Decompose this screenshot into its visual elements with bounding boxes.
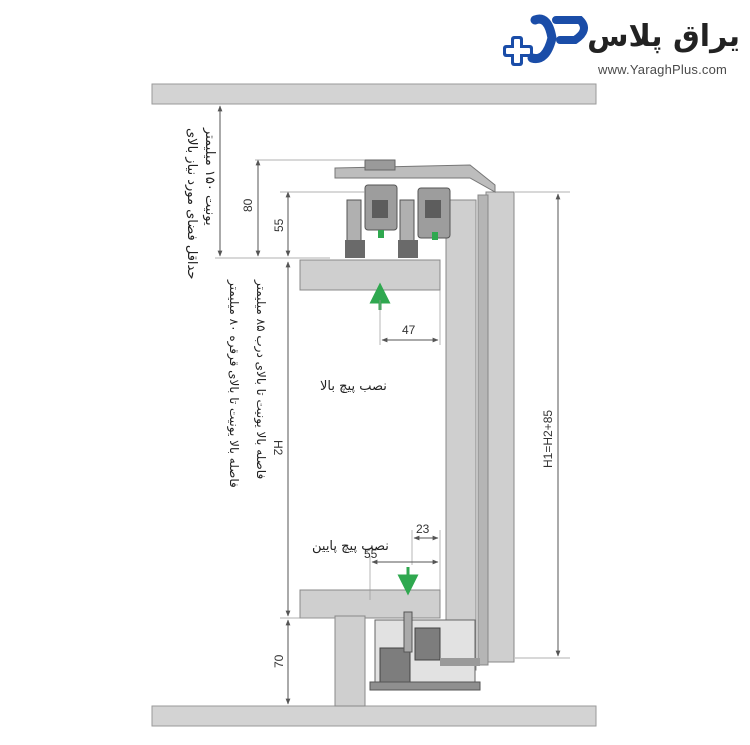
door-inner: [445, 199, 477, 671]
bottom-plinth: [334, 615, 366, 707]
label-bottom-screw: نصب پیچ پایین: [312, 539, 389, 554]
dim-55-top: 55: [272, 218, 286, 232]
dim-70: 70: [272, 654, 286, 668]
floor-panel: [151, 705, 597, 727]
logo-brand-fa: یراق پلاس: [587, 19, 740, 54]
logo-url: www.YaraghPlus.com: [598, 62, 728, 77]
door-outer: [485, 191, 515, 663]
label-h2: H2: [271, 440, 285, 456]
plus-cross-icon: [503, 36, 533, 66]
label-min-space-1: حداقل فضای مورد نیاز بالای: [184, 128, 199, 279]
label-dist-roller: فاصله بالا یونیت تا بالای قرقره ۸۰ میلیم…: [226, 279, 241, 488]
dim-55-bottom: 55: [364, 547, 378, 561]
top-shelf: [299, 259, 441, 291]
label-min-space-2: یونیت ۱۵۰ میلیمتر: [202, 127, 217, 226]
door-frame: [477, 194, 489, 666]
label-top-screw: نصب پیچ بالا: [320, 379, 387, 394]
dim-23: 23: [416, 522, 430, 536]
top-roller-right: [398, 187, 451, 258]
label-dist-door: فاصله بالا یونیت تا بالای درب ۸۵ میلیمتر: [253, 279, 268, 479]
brand-logo: یراق پلاس: [503, 14, 740, 66]
bottom-roller-unit: [369, 611, 481, 691]
top-rail: [334, 164, 496, 193]
dim-h1: H1=H2+85: [541, 410, 555, 468]
ceiling-panel: [151, 83, 597, 105]
top-roller-left: [345, 184, 398, 258]
dim-47: 47: [402, 323, 416, 337]
top-hanger-bar: [364, 159, 396, 171]
dim-80: 80: [241, 198, 255, 212]
